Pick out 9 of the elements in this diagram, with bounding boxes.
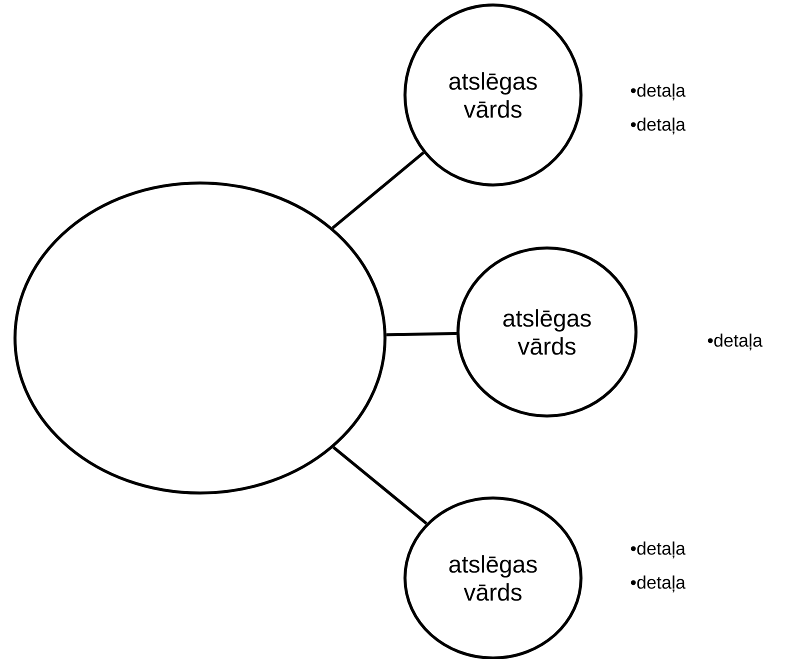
bullet-text: •detaļa [630,576,686,592]
central-circle [14,182,386,494]
connector-line [332,446,428,525]
bullet-text: •detaļa [630,84,686,100]
bullet-text: •detaļa [630,542,686,558]
connector-line [332,152,424,230]
bullet-text: •detaļa [630,118,686,134]
bullet-text: •detaļa [708,334,763,350]
connector-line [386,332,457,336]
